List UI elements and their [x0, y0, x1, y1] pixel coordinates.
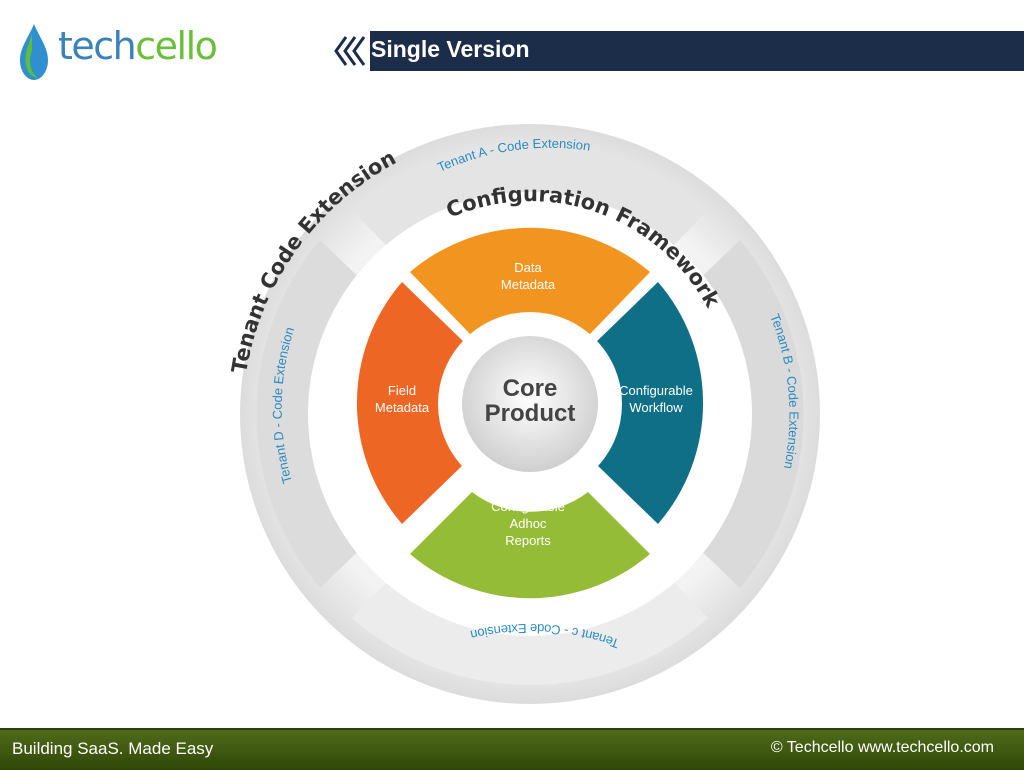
footer-copyright: © Techcello www.techcello.com — [770, 739, 994, 756]
field-metadata-label-2: Metadata — [375, 400, 430, 415]
footer-tagline: Building SaaS. Made Easy — [12, 739, 214, 758]
core-label-line-2: Product — [485, 400, 576, 427]
core-label-line-1: Core — [503, 375, 558, 402]
configurable-workflow-label-1: Configurable — [619, 383, 693, 398]
field-metadata-label-1: Field — [388, 383, 416, 398]
adhoc-reports-label-1: Configurable — [491, 499, 565, 514]
logo-text: techcello — [58, 24, 218, 68]
data-metadata-segment — [410, 227, 650, 336]
adhoc-reports-label-2: Adhoc — [510, 516, 547, 531]
footer-bar: Building SaaS. Made Easy © Techcello www… — [0, 728, 1024, 770]
data-metadata-label-1: Data — [514, 260, 542, 275]
adhoc-reports-label-3: Reports — [505, 533, 551, 548]
configurable-adhoc-reports-segment — [410, 492, 650, 599]
configurable-workflow-segment — [594, 282, 704, 524]
drop-icon — [20, 24, 48, 80]
techcello-logo: techcello techcello — [14, 20, 224, 84]
page-title: Single Version — [371, 36, 530, 62]
configurable-workflow-label-2: Workflow — [629, 400, 683, 415]
configuration-diagram: Core Product Data Metadata Configurable … — [227, 124, 820, 704]
core-product-circle — [462, 336, 598, 472]
field-metadata-segment — [356, 282, 466, 524]
data-metadata-label-2: Metadata — [501, 277, 556, 292]
title-bar: Single Version — [330, 31, 1024, 71]
chevron-left-icon — [330, 31, 370, 71]
